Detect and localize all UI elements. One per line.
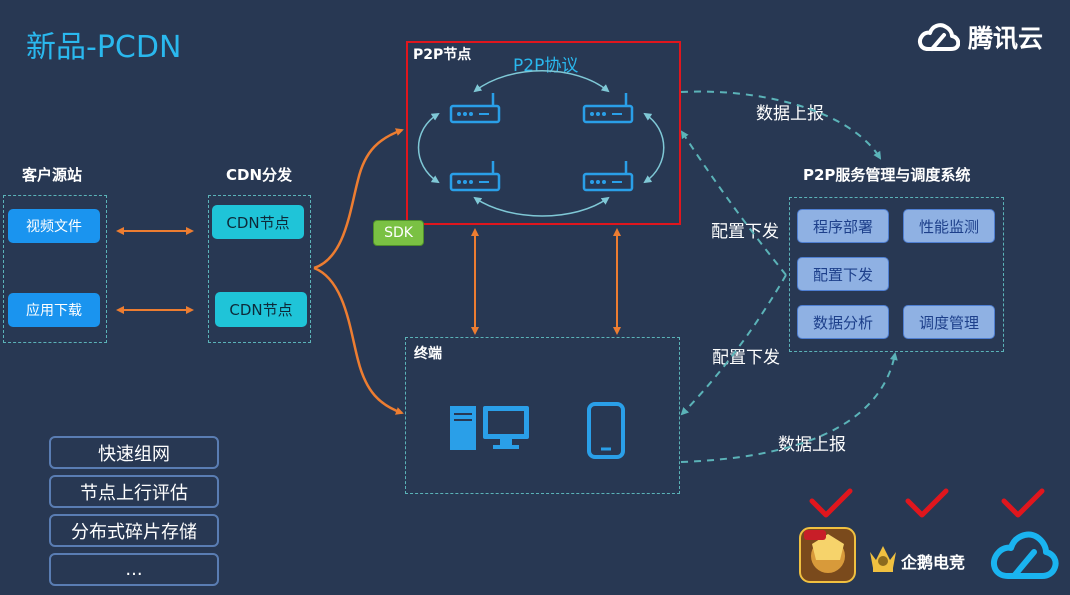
mgmt-analysis[interactable]: 数据分析: [797, 305, 889, 339]
mgmt-scheduling[interactable]: 调度管理: [903, 305, 995, 339]
check-mark-icon: [809, 488, 853, 518]
flow-label-report-top: 数据上报: [756, 104, 824, 124]
origin-label: 客户源站: [22, 166, 83, 184]
management-label: P2P服务管理与调度系统: [803, 166, 971, 184]
origin-item-app-download[interactable]: 应用下载: [8, 293, 100, 327]
flow-label-config-bottom: 配置下发: [712, 348, 780, 368]
origin-box: [3, 195, 107, 343]
cdn-node-1[interactable]: CDN节点: [212, 205, 304, 239]
flow-config-top: [680, 130, 787, 276]
flow-label-report-bottom: 数据上报: [778, 435, 846, 455]
partner-esports-label: 企鹅电竞: [901, 553, 966, 572]
terminal-label: 终端: [414, 346, 442, 362]
flow-label-config-top: 配置下发: [711, 222, 779, 242]
feature-fast-networking: 快速组网: [49, 436, 219, 469]
cdn-to-terminal-arrow: [313, 266, 404, 415]
tencent-cloud-logo-icon: [990, 531, 1059, 579]
check-mark-icon: [1001, 488, 1045, 518]
check-mark-icon: [905, 488, 949, 518]
p2p-node-box: [406, 41, 681, 225]
p2p-node-label: P2P节点: [413, 47, 472, 63]
mgmt-config[interactable]: 配置下发: [797, 257, 889, 291]
brand-name: 腾讯云: [968, 24, 1044, 53]
cdn-node-2[interactable]: CDN节点: [215, 292, 307, 327]
p2p-protocol-label: P2P协议: [513, 56, 579, 76]
mgmt-deploy[interactable]: 程序部署: [797, 209, 889, 243]
cdn-to-p2p-arrow: [313, 128, 404, 270]
cdn-box: [208, 195, 311, 343]
feature-more: ...: [49, 553, 219, 586]
mgmt-monitor[interactable]: 性能监测: [903, 209, 995, 243]
game-app-icon: [799, 527, 856, 583]
sdk-badge: SDK: [373, 220, 424, 246]
crown-logo-icon: [870, 546, 896, 572]
origin-item-video[interactable]: 视频文件: [8, 209, 100, 243]
cloud-logo-icon: [918, 23, 960, 51]
feature-uplink-evaluation: 节点上行评估: [49, 475, 219, 508]
brand-logo: 腾讯云: [916, 19, 1043, 55]
terminal-box: [405, 337, 680, 494]
management-box: [789, 197, 1004, 352]
page-title: 新品-PCDN: [26, 30, 182, 65]
feature-distributed-storage: 分布式碎片存储: [49, 514, 219, 547]
cdn-label: CDN分发: [226, 166, 293, 184]
